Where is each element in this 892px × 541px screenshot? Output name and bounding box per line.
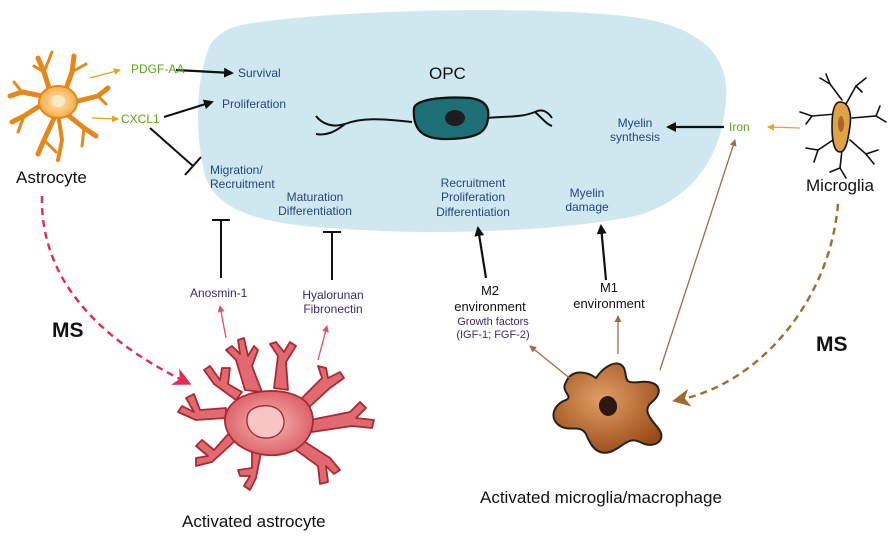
astrocyte-to-pdgf-arrow <box>89 68 121 79</box>
ms-left-arrow <box>40 195 192 385</box>
m1-to-myelin-damage-arrow <box>596 224 608 281</box>
recruitment-label: Recruitment Proliferation Differentiatio… <box>436 176 510 219</box>
m2-to-recruitment-arrow <box>474 226 488 279</box>
cxcl1-to-proliferation-arrow <box>163 99 214 119</box>
microglia-to-iron-arrow <box>767 123 801 131</box>
cxcl1-label: CXCL1 <box>121 112 160 126</box>
m2-environment-label: M2 environment <box>454 283 526 314</box>
myelin-damage-label: Myelin damage <box>565 186 609 215</box>
microglia-cell <box>799 73 887 179</box>
m1-environment-label: M1 environment <box>573 280 645 311</box>
proliferation-label: Proliferation <box>222 97 287 111</box>
ms-left-label: MS <box>52 319 84 342</box>
maturation-label: Maturation Differentiation <box>278 190 352 219</box>
activated-astrocyte-cell <box>177 337 375 491</box>
activated-astrocyte-to-hyalorunan-arrow <box>317 325 329 361</box>
astrocyte-label: Astrocyte <box>16 168 87 187</box>
migration-label: Migration/ Recruitment <box>210 163 275 192</box>
opc-cell <box>315 96 553 141</box>
activated-astrocyte-label: Activated astrocyte <box>182 512 326 531</box>
astrocyte-nucleus <box>51 95 65 107</box>
pdgf-aa-label: PDGF-AA <box>131 62 185 76</box>
microglia-nucleus <box>838 116 844 132</box>
macrophage-to-growth-factors-arrow <box>529 345 573 381</box>
anosmin-label: Anosmin-1 <box>190 286 248 300</box>
hyalorunan-fibronectin-label: Hyalorunan Fibronectin <box>302 288 364 317</box>
growth-factors-label: Growth factors (IGF-1; FGF-2) <box>456 316 530 342</box>
activated-astrocyte-nucleus <box>246 405 285 439</box>
pdgf-to-survival-arrow <box>175 67 234 78</box>
opc-title: OPC <box>429 64 466 83</box>
myelin-synthesis-label: Myelin synthesis <box>609 116 661 145</box>
ms-right-arrow <box>672 203 840 407</box>
macrophage-nucleus <box>598 396 618 416</box>
activated-astrocyte-to-anosmin-arrow <box>217 305 227 339</box>
microglia-label: Microglia <box>806 176 875 195</box>
anosmin-inhibits-migration <box>212 219 230 278</box>
ms-right-label: MS <box>816 333 848 356</box>
activated-microglia-label: Activated microglia/macrophage <box>480 488 722 507</box>
hyalorunan-inhibits-maturation <box>323 231 341 280</box>
macrophage-to-iron-arrow <box>659 139 737 371</box>
cxcl1-inhibits-migration <box>149 127 202 176</box>
astrocyte-to-cxcl1-arrow <box>91 115 119 123</box>
iron-label: Iron <box>729 120 750 134</box>
survival-label: Survival <box>238 66 281 80</box>
